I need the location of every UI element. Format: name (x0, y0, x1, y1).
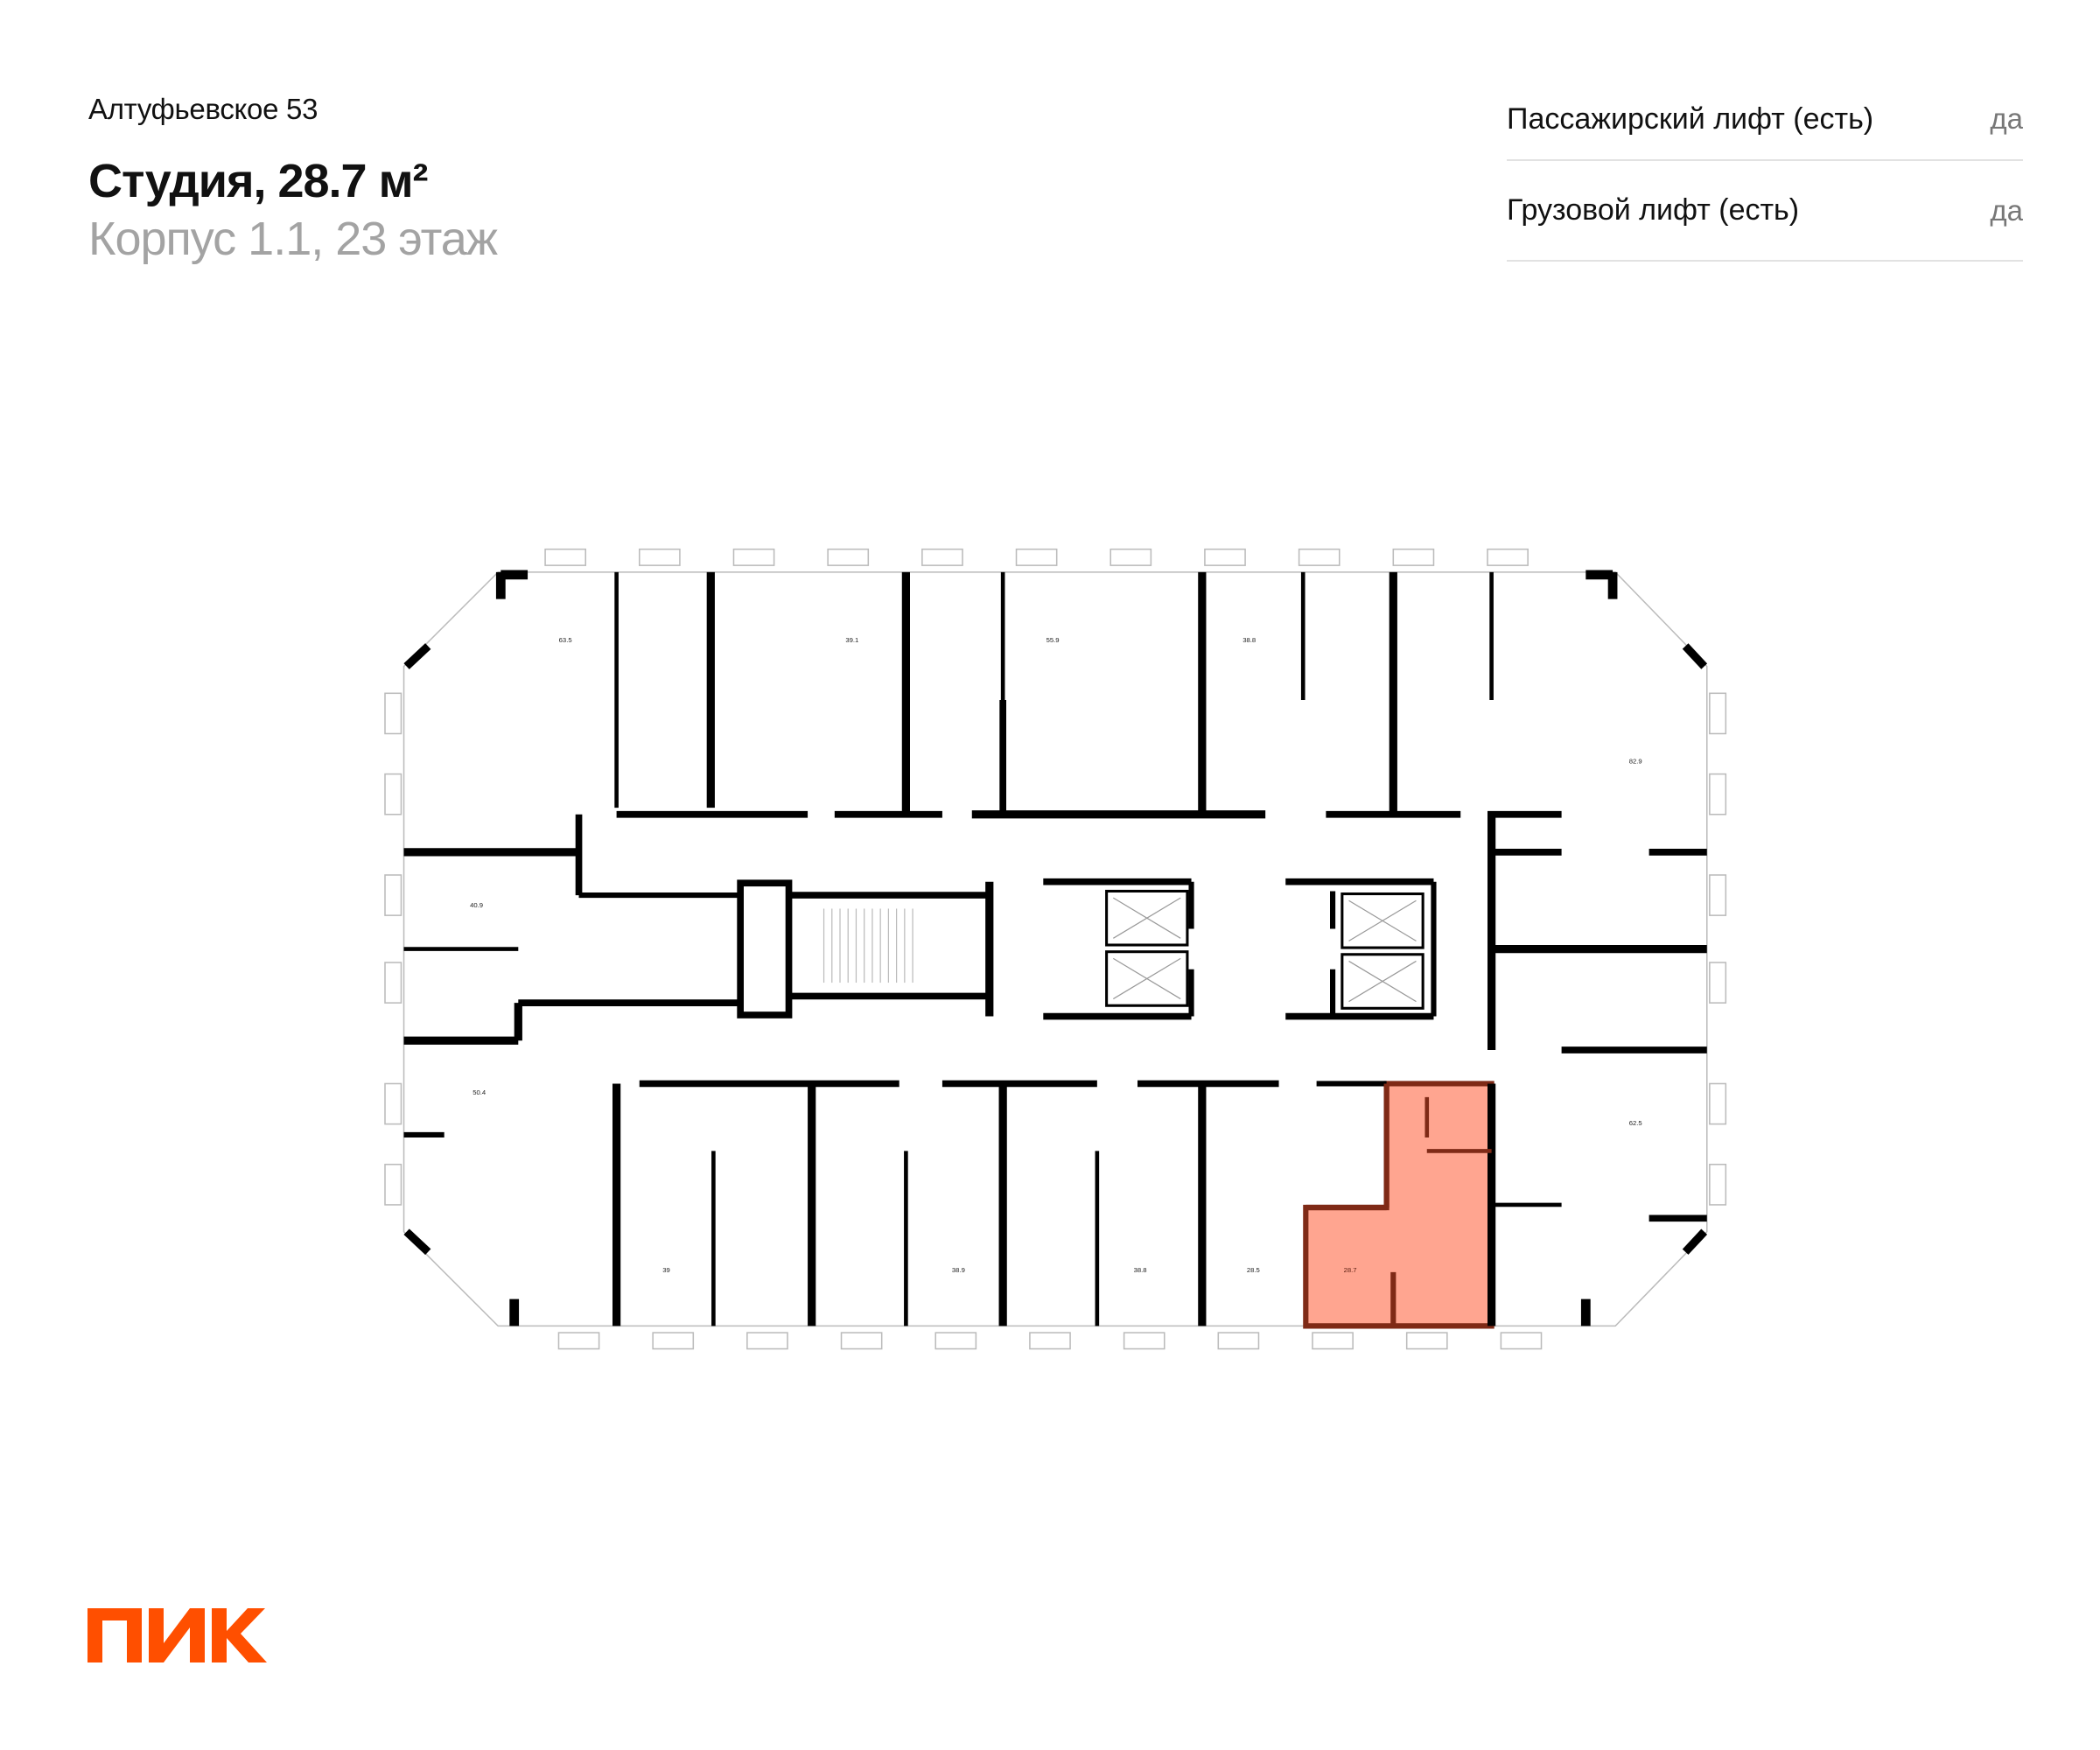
shaft (737, 879, 793, 1018)
windows (384, 548, 1727, 1350)
page-title: Студия, 28.7 м² (88, 155, 428, 207)
project-name: Алтуфьевское 53 (88, 93, 318, 125)
lift-shaft (1105, 889, 1189, 947)
lift-cross-icon (1112, 897, 1181, 939)
window (384, 773, 402, 816)
window (1217, 1332, 1260, 1350)
lift-shaft (1340, 892, 1424, 949)
apartment-area-label: 62.5 (1629, 1119, 1642, 1127)
apartment-labels: 63.5 39.1 55.9 38.8 82.9 40.9 50.4 62.5 39 38.9 38… (470, 636, 1642, 1274)
apartment-area-label: 39 (662, 1266, 670, 1274)
apartment-area-label: 82.9 (1629, 757, 1642, 765)
window (1312, 1332, 1354, 1350)
apartment-area-label: 39.1 (845, 636, 858, 644)
window (732, 548, 775, 566)
window (544, 548, 586, 566)
wall (403, 1228, 431, 1256)
feature-freight-lift: Грузовой лифт (есть) да (1507, 161, 2023, 262)
apartment-area-label: 28.5 (1247, 1266, 1260, 1274)
lift-shaft (1105, 950, 1189, 1007)
window (384, 1082, 402, 1125)
features-list: Пассажирский лифт (есть) да Грузовой лиф… (1507, 79, 2023, 262)
window (746, 1332, 788, 1350)
apartment-area-label: 38.8 (1242, 636, 1256, 644)
building-core (737, 879, 1424, 1018)
lifts (1105, 889, 1424, 1010)
logo-letters (88, 1608, 267, 1662)
apartment-area-label: 38.9 (952, 1266, 965, 1274)
window (1709, 1082, 1727, 1125)
window (827, 548, 870, 566)
window (1204, 548, 1246, 566)
window (1709, 874, 1727, 916)
window (384, 874, 402, 916)
window (1709, 773, 1727, 816)
window (1405, 1332, 1448, 1350)
wall (1682, 643, 1708, 669)
apartment-area-label: 63.5 (559, 636, 572, 644)
walls (403, 570, 1708, 1326)
apartment-area-label: 55.9 (1046, 636, 1060, 644)
building-floor-subtitle: Корпус 1.1, 23 этаж (88, 213, 498, 265)
window (840, 1332, 883, 1350)
feature-value: да (1990, 102, 2023, 135)
window (1298, 548, 1340, 566)
window (639, 548, 681, 566)
lift-cross-icon (1112, 957, 1181, 1000)
window (1709, 962, 1727, 1004)
window (1500, 1332, 1543, 1350)
apartment-area-label: 40.9 (470, 901, 483, 909)
feature-value: да (1990, 193, 2023, 227)
window (1029, 1332, 1071, 1350)
window (1487, 548, 1529, 566)
lift-cross-icon (1348, 900, 1417, 942)
window (1123, 1332, 1166, 1350)
window (1392, 548, 1435, 566)
window (557, 1332, 600, 1350)
apartment-area-label: 38.8 (1134, 1266, 1147, 1274)
feature-passenger-lift: Пассажирский лифт (есть) да (1507, 79, 2023, 161)
apartment-area-label: 50.4 (472, 1088, 486, 1096)
window (384, 962, 402, 1004)
staircase (822, 908, 914, 984)
window (652, 1332, 695, 1350)
window (1110, 548, 1152, 566)
window (384, 1164, 402, 1206)
window (1015, 548, 1058, 566)
window (1709, 1164, 1727, 1206)
wall (1682, 1228, 1708, 1255)
pik-logo (88, 1608, 267, 1662)
apartment-area-label: 28.7 (1344, 1266, 1357, 1274)
feature-label: Пассажирский лифт (есть) (1507, 102, 1874, 136)
window (1709, 692, 1727, 735)
window (921, 548, 963, 566)
window (384, 692, 402, 735)
lift-shaft (1340, 953, 1424, 1010)
lift-cross-icon (1348, 960, 1417, 1003)
window (934, 1332, 977, 1350)
wall (403, 643, 431, 669)
feature-label: Грузовой лифт (есть) (1507, 193, 1800, 227)
